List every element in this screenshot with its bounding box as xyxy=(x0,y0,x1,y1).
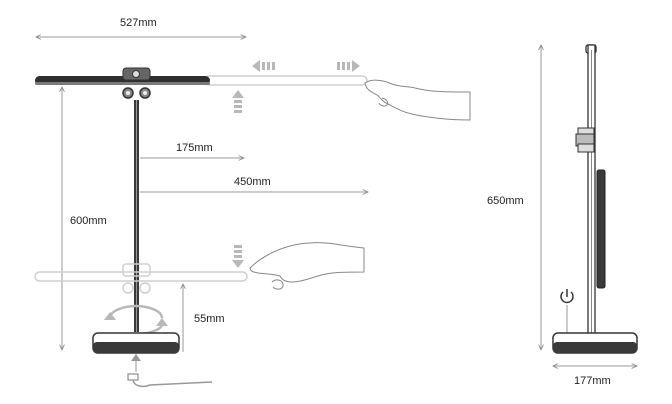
arm-hinge-top xyxy=(122,67,151,99)
ghost-arm-extended-top xyxy=(204,75,368,86)
lamp-pole xyxy=(134,100,139,332)
side-height-dimension: 650mm xyxy=(487,45,541,350)
side-height-label: 650mm xyxy=(487,195,524,207)
lamp-arm-top xyxy=(35,76,210,85)
hand-icon xyxy=(364,79,471,121)
height-600-label: 600mm xyxy=(70,215,107,227)
height-55-label: 55mm xyxy=(194,313,225,325)
lamp-base-front xyxy=(92,332,180,354)
power-icon xyxy=(560,289,574,333)
base-depth-label: 177mm xyxy=(574,375,611,387)
lamp-base-side xyxy=(552,332,638,354)
slide-arrow-icon xyxy=(232,60,360,113)
reach-175-label: 175mm xyxy=(176,142,213,154)
lamp-pole-side xyxy=(585,44,597,336)
reach-450-dimension: 450mm xyxy=(140,176,368,192)
base-depth-dimension: 177mm xyxy=(553,366,637,387)
reach-450-label: 450mm xyxy=(234,176,271,188)
arm-length-label: 527mm xyxy=(120,17,157,29)
hand-lower-icon xyxy=(249,242,365,290)
ghost-arm-lowered xyxy=(34,263,248,294)
arm-hinge-side xyxy=(575,127,595,153)
arm-length-dimension: 527mm xyxy=(36,17,246,37)
lamp-head-side xyxy=(596,169,606,289)
dc-plug-icon xyxy=(127,354,213,388)
height-55-dimension: 55mm xyxy=(183,284,225,352)
reach-175-dimension: 175mm xyxy=(140,142,244,158)
height-600-dimension: 600mm xyxy=(62,87,107,350)
slide-down-arrow-icon xyxy=(232,245,244,268)
